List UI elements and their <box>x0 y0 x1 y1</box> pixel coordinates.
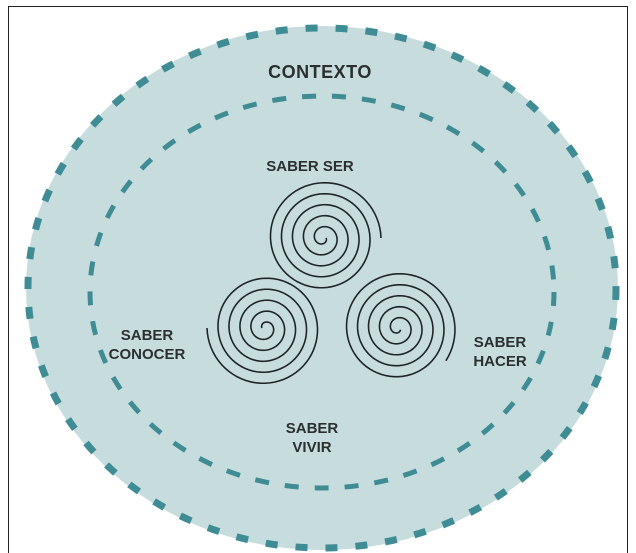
label-saber-conocer-line1: SABER <box>92 326 202 345</box>
label-saber-hacer-line2: HACER <box>445 352 555 371</box>
context-title: CONTEXTO <box>220 63 420 82</box>
label-saber-ser: SABER SER <box>240 157 380 176</box>
label-saber-hacer-line1: SABER <box>445 333 555 352</box>
label-saber-conocer: SABER CONOCER <box>92 326 202 364</box>
label-saber-vivir-line2: VIVIR <box>262 438 362 457</box>
label-saber-vivir-line1: SABER <box>262 419 362 438</box>
label-saber-hacer: SABER HACER <box>445 333 555 371</box>
label-saber-conocer-line2: CONOCER <box>92 345 202 364</box>
label-saber-vivir: SABER VIVIR <box>262 419 362 457</box>
